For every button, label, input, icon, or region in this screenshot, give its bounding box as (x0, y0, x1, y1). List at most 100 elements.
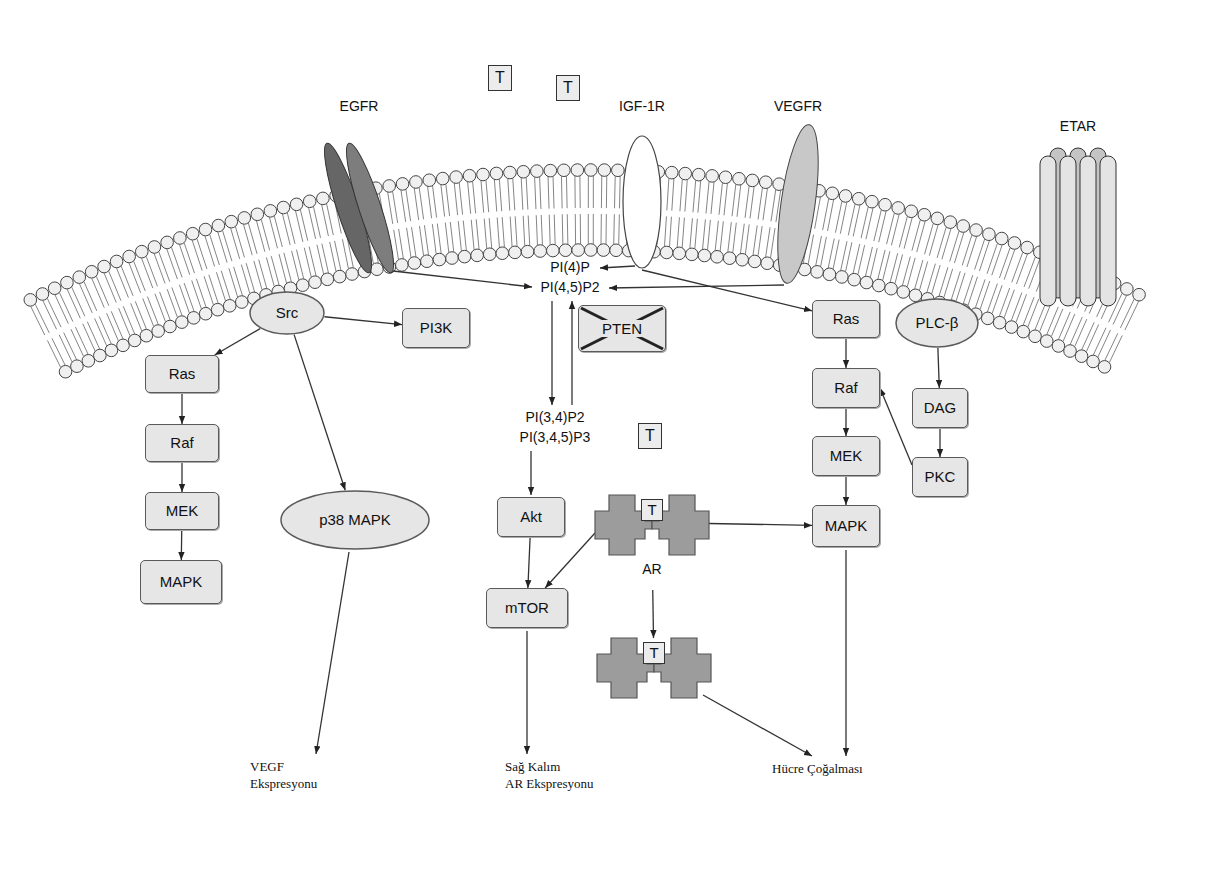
lipid-tail (992, 285, 1002, 313)
lipid-tail (1040, 304, 1051, 332)
lipid-tail (606, 176, 607, 208)
lipid-tail (740, 224, 744, 254)
lipid-head (719, 171, 732, 184)
lipid-tail (134, 261, 146, 291)
ar-dimer: T (597, 638, 711, 700)
node-shape (612, 98, 672, 270)
lipid-tail (147, 297, 158, 325)
lipid-head (679, 167, 692, 180)
lipid-tail (109, 271, 121, 301)
lipid-tail (445, 223, 448, 253)
node-label: MEK (830, 447, 863, 464)
lipid-head (82, 354, 95, 367)
lipid-tail (758, 226, 762, 256)
lipid-tail (883, 251, 890, 280)
lipid-tail (300, 210, 307, 241)
process-box: Akt (497, 497, 565, 537)
lipid-head (597, 244, 610, 257)
lipid-head (944, 216, 957, 229)
lipid-tail (521, 178, 523, 210)
lipid-tail (904, 218, 912, 249)
lipid-tail (179, 244, 189, 274)
lipid-label: PI(4,5)P2 (520, 279, 620, 295)
lipid-head (24, 294, 37, 307)
lipid-tail (535, 177, 536, 209)
lipid-tail (123, 306, 134, 334)
lipid-head (692, 168, 705, 181)
lipid-tail (432, 224, 436, 254)
lipid-tail (915, 260, 923, 289)
lipid-tail (693, 180, 696, 212)
lipid-tail (476, 219, 479, 249)
lipid-head (161, 236, 174, 249)
process-box: Raf (145, 424, 219, 462)
lipid-tail (401, 190, 406, 222)
lipid-tail (929, 225, 938, 256)
process-box: Raf (812, 368, 880, 408)
lipid-tail (204, 276, 213, 304)
lipid-tail (394, 230, 399, 260)
lipid-head (504, 166, 517, 179)
lipid-tail (104, 273, 116, 303)
lipid-tail (414, 188, 418, 220)
lipid-tail (523, 216, 525, 246)
lipid-tail (142, 258, 153, 288)
node-label: AR (642, 561, 661, 577)
lipid-head (848, 273, 861, 286)
lipid-head (826, 187, 839, 200)
lipid-tail (968, 277, 977, 305)
lipid-tail (745, 224, 749, 254)
ellipse-outline (281, 491, 429, 549)
node-shape (762, 98, 834, 286)
lipid-head (852, 192, 865, 205)
lipid-tail (216, 272, 225, 301)
lipid-tail (728, 222, 732, 252)
lipid-head (140, 329, 153, 342)
lipid-tail (446, 184, 450, 216)
lipid-head (164, 320, 177, 333)
lipid-tail (541, 215, 542, 245)
lipid-head (477, 168, 490, 181)
lipid-head (148, 241, 161, 254)
lipid-head (571, 164, 584, 177)
lipid-tail (899, 216, 907, 247)
node-label: mTOR (505, 599, 549, 616)
lipid-tail (47, 340, 60, 367)
lipid-tail (614, 176, 616, 208)
lipid-tail (468, 182, 471, 214)
lipid-head (471, 249, 484, 262)
lipid-tail (719, 183, 722, 215)
lipid-tail (388, 192, 393, 224)
arrow (393, 271, 532, 287)
signal-arrow (181, 530, 183, 560)
receptor-body (770, 122, 826, 285)
lipid-tail (840, 202, 846, 233)
lipid-tail (510, 217, 512, 247)
lipid-tail (419, 226, 423, 256)
lipid-tail (1028, 299, 1039, 327)
receptor-shape (317, 140, 402, 276)
lipid-tail (428, 186, 432, 218)
arrow (316, 552, 349, 754)
lipid-tail (450, 222, 453, 252)
lipid-tail (907, 258, 915, 287)
lipid-tail (459, 183, 462, 215)
lipid-tail (515, 216, 517, 246)
receptor-helix (1080, 156, 1096, 306)
signal-arrow (939, 428, 940, 457)
node-label: Src (276, 304, 299, 321)
lipid-tail (171, 247, 182, 277)
lipid-tail (1082, 322, 1094, 349)
lipid-head (128, 334, 141, 347)
lipid-tail (296, 250, 303, 279)
node-label: EGFR (340, 98, 379, 114)
lipid-tail (711, 182, 714, 214)
lipid-tail (771, 190, 776, 222)
lipid-head (346, 268, 359, 281)
lipid-tail (999, 248, 1010, 278)
lipid-head (723, 252, 736, 265)
lipid-tail (1004, 290, 1014, 318)
node-label: MAPK (160, 573, 203, 590)
node-label: PKC (925, 468, 956, 485)
